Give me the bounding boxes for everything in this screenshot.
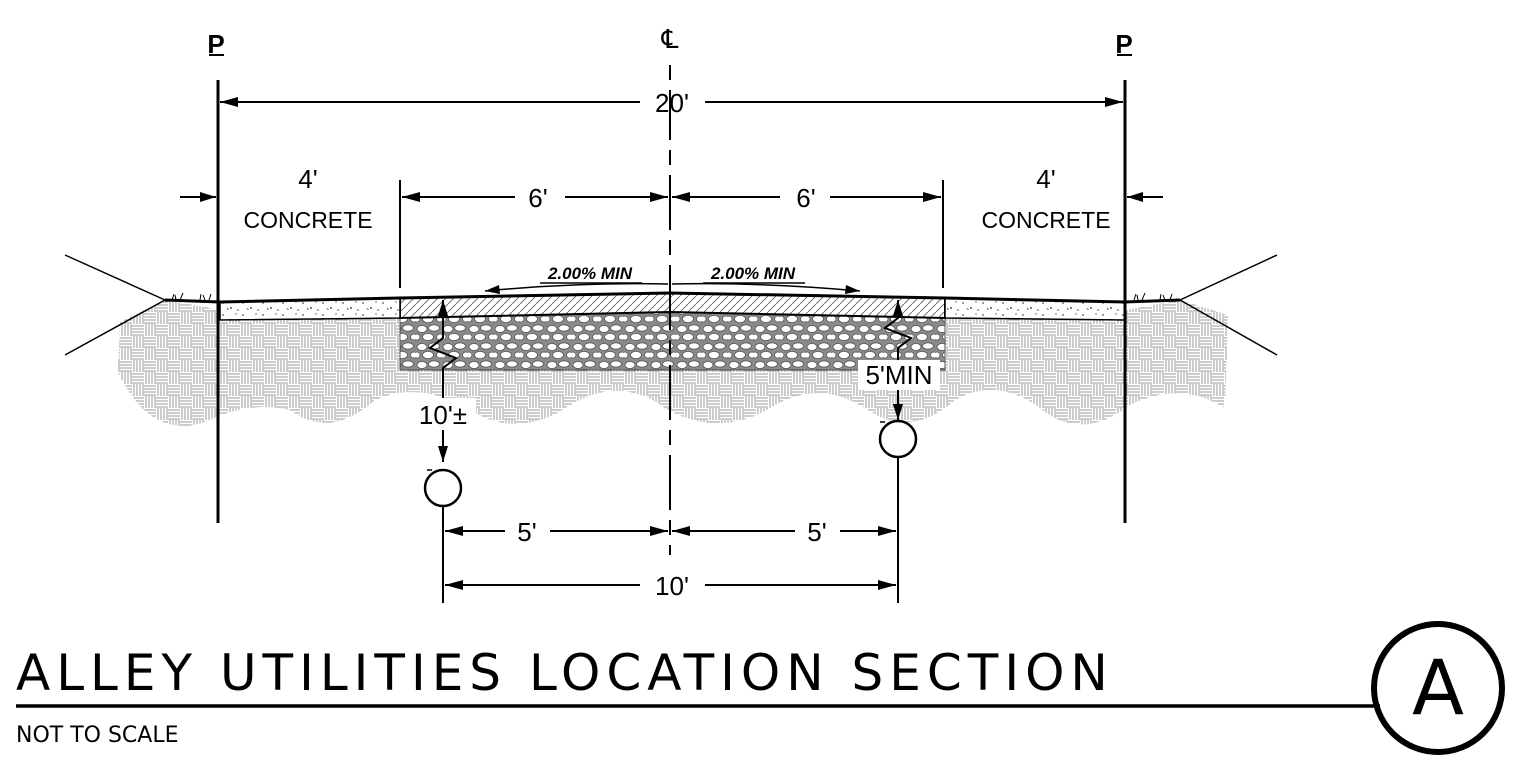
right-depth-label-bg (858, 360, 940, 390)
left-offset-label: 5' (517, 517, 536, 547)
spacing-arrow-b (878, 580, 896, 590)
right-offset-label: 5' (807, 517, 826, 547)
right-slope-arrowhead (845, 285, 860, 294)
right-six-arrow-b (923, 192, 941, 202)
left-depth-label: 10'± (419, 400, 467, 430)
right-concrete-arrow (1127, 192, 1143, 202)
pl-left-symbol: P (207, 29, 224, 59)
right-six-arrow-a (672, 192, 690, 202)
overall-width-label: 20' (655, 88, 689, 118)
right-slope-label: 2.00% MIN (710, 264, 796, 283)
left-concrete-width: 4' (298, 164, 317, 194)
right-depth-arrow-bottom (893, 404, 903, 420)
left-six-arrow-b (650, 192, 668, 202)
left-depth-label-bg (410, 398, 476, 430)
left-offset-arrow-b (650, 526, 668, 536)
right-offset-arrow-a (672, 526, 690, 536)
right-depth-arrow-top (893, 300, 903, 316)
section-marker-letter: A (1412, 643, 1464, 732)
left-utility-pipe (423, 468, 463, 508)
right-concrete-label: CONCRETE (981, 207, 1110, 233)
utility-spacing-label: 10' (655, 571, 689, 601)
left-slope-arrowhead (485, 285, 500, 294)
right-utility-pipe (878, 419, 918, 459)
right-depth-label: 5'MIN (865, 360, 932, 390)
right-concrete-width: 4' (1036, 164, 1055, 194)
spacing-arrow-a (445, 580, 463, 590)
right-slope-arrow (671, 282, 861, 292)
cl-symbol: ℄ (661, 24, 679, 54)
overall-dim-arrow-right (1105, 97, 1123, 107)
left-slope-label: 2.00% MIN (547, 264, 633, 283)
pl-right-symbol: P (1115, 29, 1132, 59)
section-marker-circle (1371, 621, 1505, 755)
drawing-subtitle: NOT TO SCALE (16, 723, 179, 748)
left-six-arrow-a (402, 192, 420, 202)
left-slope-lines (64, 254, 166, 356)
left-depth-line (427, 300, 459, 462)
left-concrete-label: CONCRETE (243, 207, 372, 233)
right-offset-arrow-b (878, 526, 896, 536)
right-pavement-width: 6' (796, 183, 815, 213)
overall-dim-arrow-left (220, 97, 238, 107)
left-depth-arrow-top (438, 300, 448, 316)
drawing-title: ALLEY UTILITIES LOCATION SECTION (16, 644, 1114, 702)
right-grass (1133, 292, 1173, 301)
left-slope-arrow (484, 282, 669, 292)
left-pavement-width: 6' (528, 183, 547, 213)
left-concrete-arrow (200, 192, 216, 202)
left-depth-arrow-bottom (438, 446, 448, 462)
left-offset-arrow-a (445, 526, 463, 536)
left-grass (171, 292, 212, 301)
right-slope-lines (1179, 254, 1278, 356)
